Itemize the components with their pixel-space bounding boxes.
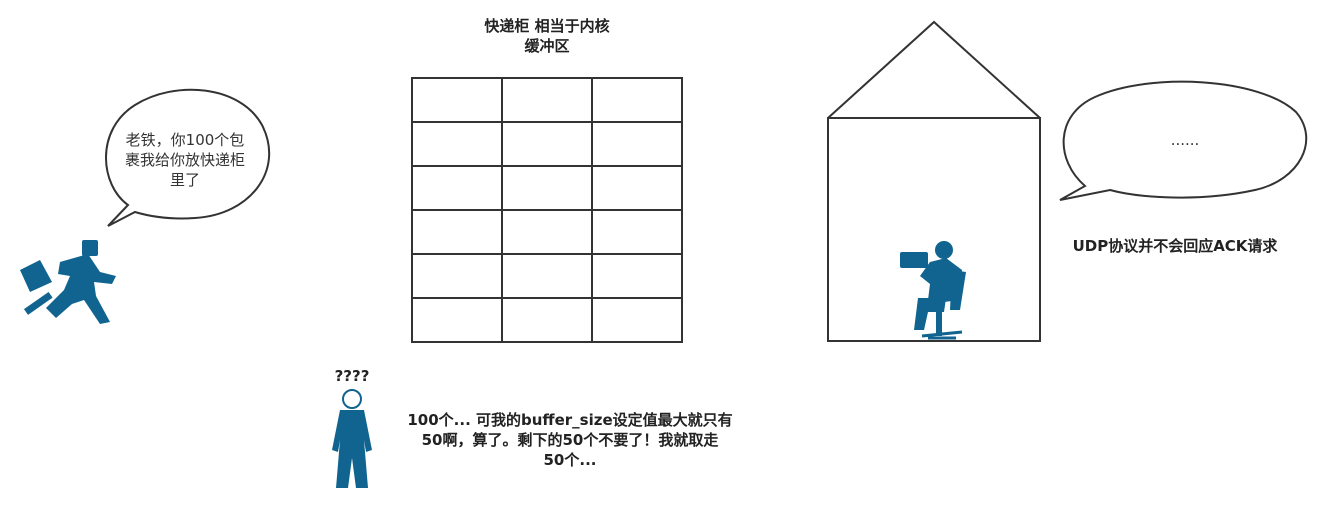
house-speech-text: ...... bbox=[1170, 131, 1200, 149]
buffer-note-line2: 50啊，算了。剩下的50个不要了！我就取走 bbox=[421, 431, 719, 449]
buffer-note-line3: 50个... bbox=[543, 451, 597, 469]
courier-speech-line1: 老铁，你100个包 bbox=[125, 131, 245, 149]
cabinet-title-line1: 快递柜 相当于内核 bbox=[484, 17, 610, 35]
question-marks: ???? bbox=[334, 367, 370, 385]
buffer-note-line1: 100个... 可我的buffer_size设定值最大就只有 bbox=[407, 411, 733, 429]
cabinet-title-line2: 缓冲区 bbox=[524, 37, 570, 55]
courier-speech-line2: 裹我给你放快递柜 bbox=[124, 151, 245, 169]
buffer-note: 100个... 可我的buffer_size设定值最大就只有 50啊，算了。剩下… bbox=[380, 410, 760, 470]
udp-caption: UDP协议并不会回应ACK请求 bbox=[1072, 237, 1278, 255]
house bbox=[827, 20, 1041, 342]
running-man-icon bbox=[20, 240, 116, 324]
cabinet-title: 快递柜 相当于内核 缓冲区 bbox=[447, 16, 647, 56]
express-cabinet bbox=[411, 77, 683, 343]
person-standing-icon bbox=[332, 389, 372, 488]
courier-speech-line3: 里了 bbox=[169, 171, 200, 189]
house-speech-bubble bbox=[1059, 80, 1308, 201]
courier-speech-text: 老铁，你100个包 裹我给你放快递柜 里了 bbox=[110, 130, 260, 190]
person-on-laptop-icon bbox=[900, 241, 966, 340]
courier-speech-bubble bbox=[105, 88, 271, 227]
